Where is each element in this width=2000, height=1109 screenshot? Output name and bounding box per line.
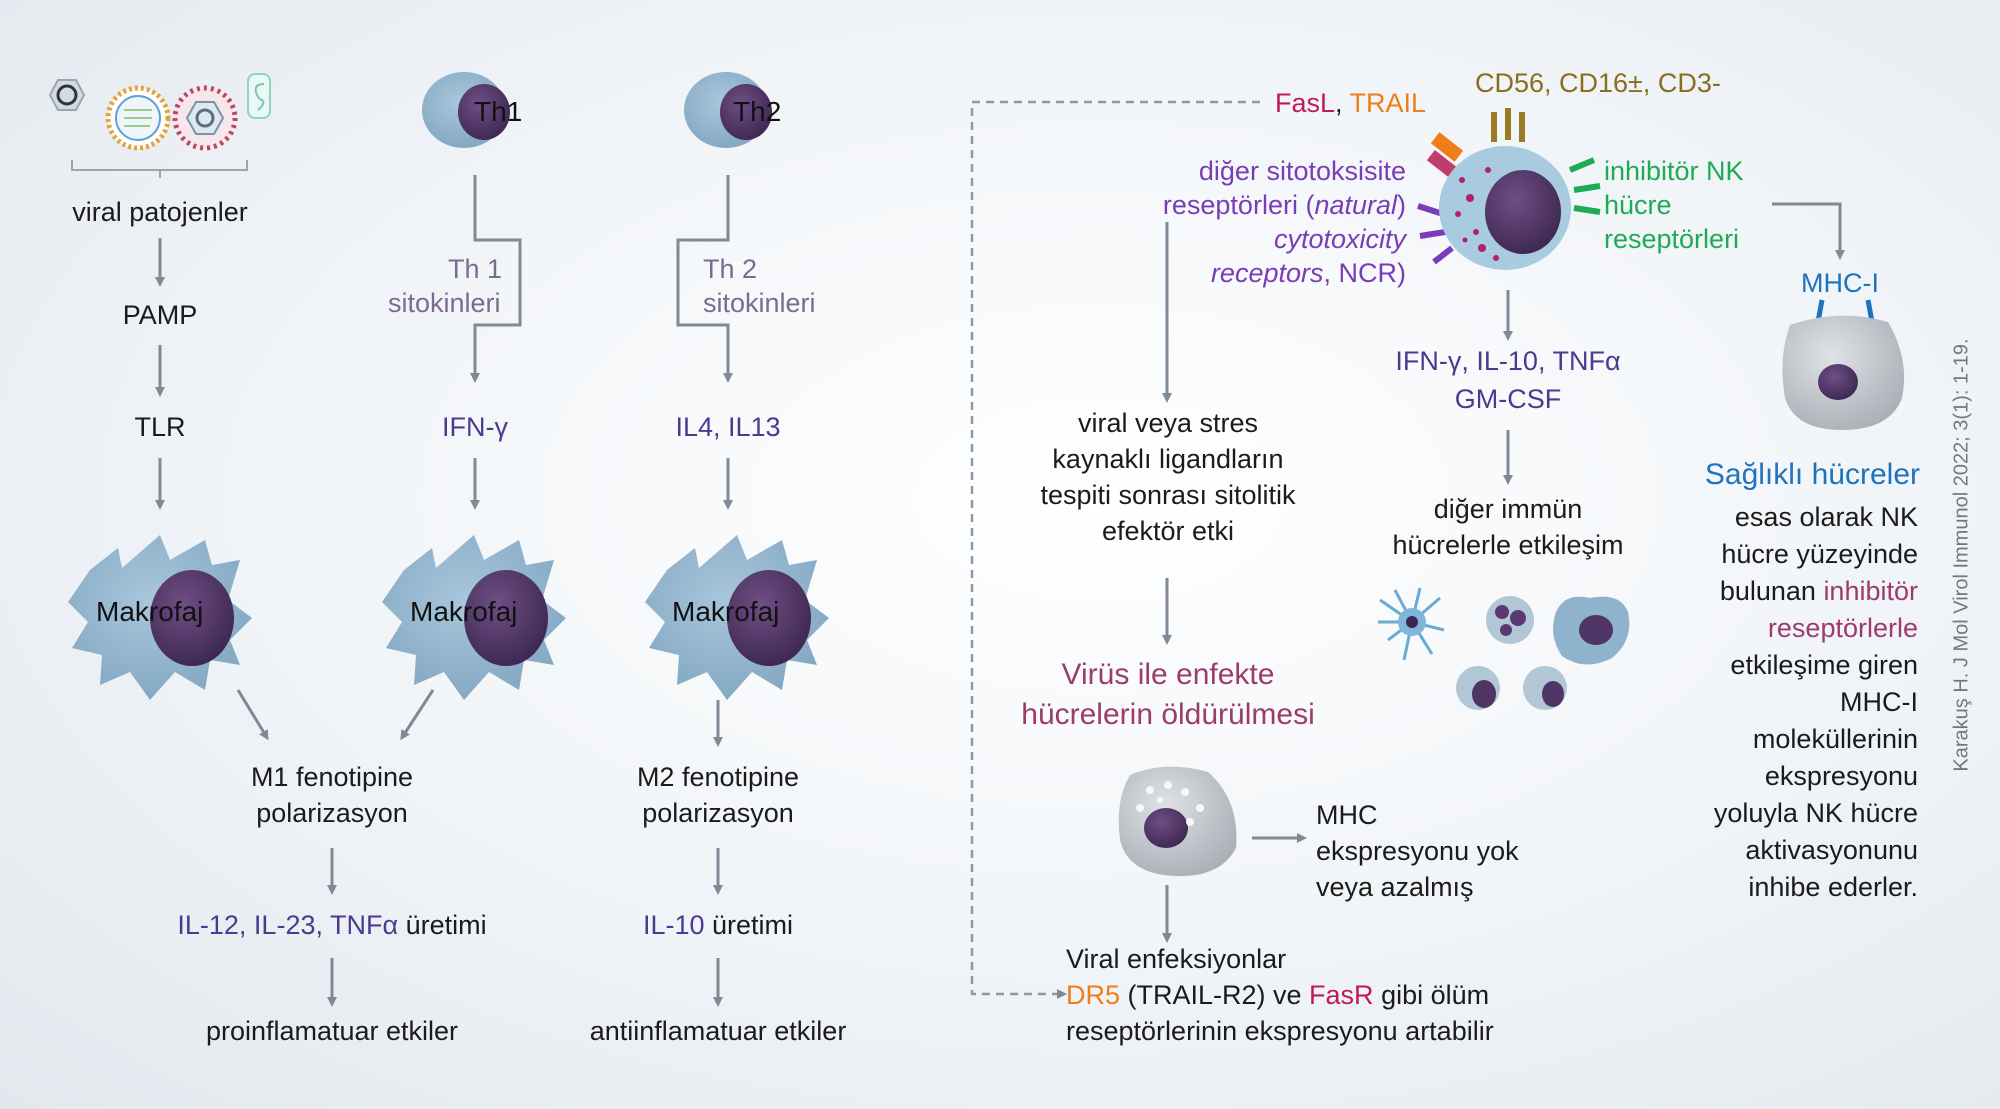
nk-arrows (1162, 202, 1845, 943)
pamp-label: PAMP (122, 300, 198, 330)
ifn-gamma-label: IFN-γ (442, 412, 508, 442)
healthy-text-11: inhibe ederler. (1748, 872, 1918, 902)
cytolytic-2: kaynaklı ligandların (1052, 444, 1284, 474)
mhc-reduced-1: MHC (1316, 800, 1378, 830)
il4-il13-label: IL4, IL13 (675, 412, 781, 442)
healthy-text-7: moleküllerinin (1752, 724, 1918, 754)
mhc-i-label: MHC-I (1801, 268, 1879, 298)
nk-cell (1417, 108, 1601, 270)
ncr-label-3: cytotoxicity (1273, 224, 1406, 254)
healthy-text-9: yoluyla NK hücre (1713, 798, 1918, 828)
citation: Karakuş H. J Mol Virol Immunol 2022; 3(1… (1950, 338, 1973, 772)
healthy-text-8: ekspresyonu (1764, 761, 1918, 791)
healthy-text-10: aktivasyonunu (1745, 835, 1918, 865)
fasl-trail-label: FasL, TRAIL (1275, 88, 1427, 118)
cd-markers-label: CD56, CD16±, CD3- (1475, 68, 1721, 98)
m2-polarization-2: polarizasyon (642, 798, 794, 828)
inhibitory-receptor-2: hücre (1604, 190, 1672, 220)
tlr-label: TLR (134, 412, 186, 442)
macrophage-2-label: Makrofaj (410, 596, 518, 627)
ncr-label-1: diğer sitotoksisite (1198, 156, 1406, 186)
m2-polarization-1: M2 fenotipine (636, 762, 800, 792)
ncr-label-2: reseptörleri (natural) (1162, 190, 1406, 220)
healthy-text-4: reseptörlerle (1767, 613, 1918, 643)
nk-cytokines-2: GM-CSF (1454, 384, 1562, 414)
cytolytic-3: tespiti sonrası sitolitik (1040, 480, 1296, 510)
th2-cytokines-1: Th 2 (703, 254, 758, 284)
pathogen-bracket (71, 160, 248, 171)
th2-cell (684, 72, 772, 148)
cytolytic-4: efektör etki (1101, 516, 1235, 546)
th1-cytokines-1: Th 1 (448, 254, 503, 284)
healthy-text-5: etkileşime giren (1730, 650, 1918, 680)
viral-infection-1: Viral enfeksiyonlar (1066, 944, 1287, 974)
polarization-arrows (236, 689, 723, 1007)
ncr-label-4: receptors, NCR) (1210, 258, 1406, 288)
immune-interaction-1: diğer immün (1433, 494, 1583, 524)
m1-polarization-1: M1 fenotipine (250, 762, 414, 792)
kill-infected-1: Virüs ile enfekte (1061, 658, 1275, 691)
virus-icons (48, 73, 271, 151)
proinflammatory-effects: proinflamatuar etkiler (205, 1016, 459, 1046)
immune-cells (1378, 587, 1630, 710)
th1-path (470, 175, 522, 383)
th2-label: Th2 (733, 96, 782, 127)
m2-production: IL-10 üretimi (642, 910, 794, 940)
viral-infection-2: DR5 (TRAIL-R2) ve FasR gibi ölüm (1066, 980, 1490, 1010)
viral-pathogens-label: viral patojenler (72, 197, 248, 227)
infected-cell (1118, 766, 1237, 877)
healthy-text-3: bulunan inhibitör (1719, 576, 1918, 606)
healthy-cells-title: Sağlıklı hücreler (1704, 458, 1920, 491)
fasl-dashed-connector (970, 100, 1260, 999)
healthy-cell (1782, 299, 1905, 430)
inhibitory-receptor-3: reseptörleri (1604, 224, 1740, 254)
macrophage-1-label: Makrofaj (96, 596, 204, 627)
mhc-reduced-3: veya azalmış (1316, 872, 1474, 902)
healthy-text-2: hücre yüzeyinde (1721, 539, 1918, 569)
mhc-reduced-2: ekspresyonu yok (1316, 836, 1519, 866)
m1-polarization-2: polarizasyon (256, 798, 408, 828)
viral-infection-3: reseptörlerinin ekspresyonu artabilir (1066, 1016, 1494, 1046)
th1-cell (422, 72, 510, 148)
nk-cytokines-1: IFN-γ, IL-10, TNFα (1395, 346, 1621, 376)
healthy-text-6: MHC-I (1840, 687, 1918, 717)
m1-production: IL-12, IL-23, TNFα üretimi (177, 910, 487, 940)
inhibitory-receptor-1: inhibitör NK (1604, 156, 1744, 186)
macrophage-3-label: Makrofaj (672, 596, 780, 627)
th1-cytokines-2: sitokinleri (388, 288, 501, 318)
macrophage-3 (645, 535, 829, 700)
immune-interaction-2: hücrelerle etkileşim (1392, 530, 1624, 560)
macrophage-1 (68, 535, 252, 700)
kill-infected-2: hücrelerin öldürülmesi (1021, 698, 1315, 731)
macrophage-2 (382, 535, 566, 700)
th2-cytokines-2: sitokinleri (703, 288, 816, 318)
healthy-text-1: esas olarak NK (1734, 502, 1918, 532)
cytolytic-1: viral veya stres (1077, 408, 1259, 438)
antiinflammatory-effects: antiinflamatuar etkiler (589, 1016, 847, 1046)
th2-path (676, 175, 733, 383)
th1-label: Th1 (474, 96, 523, 127)
